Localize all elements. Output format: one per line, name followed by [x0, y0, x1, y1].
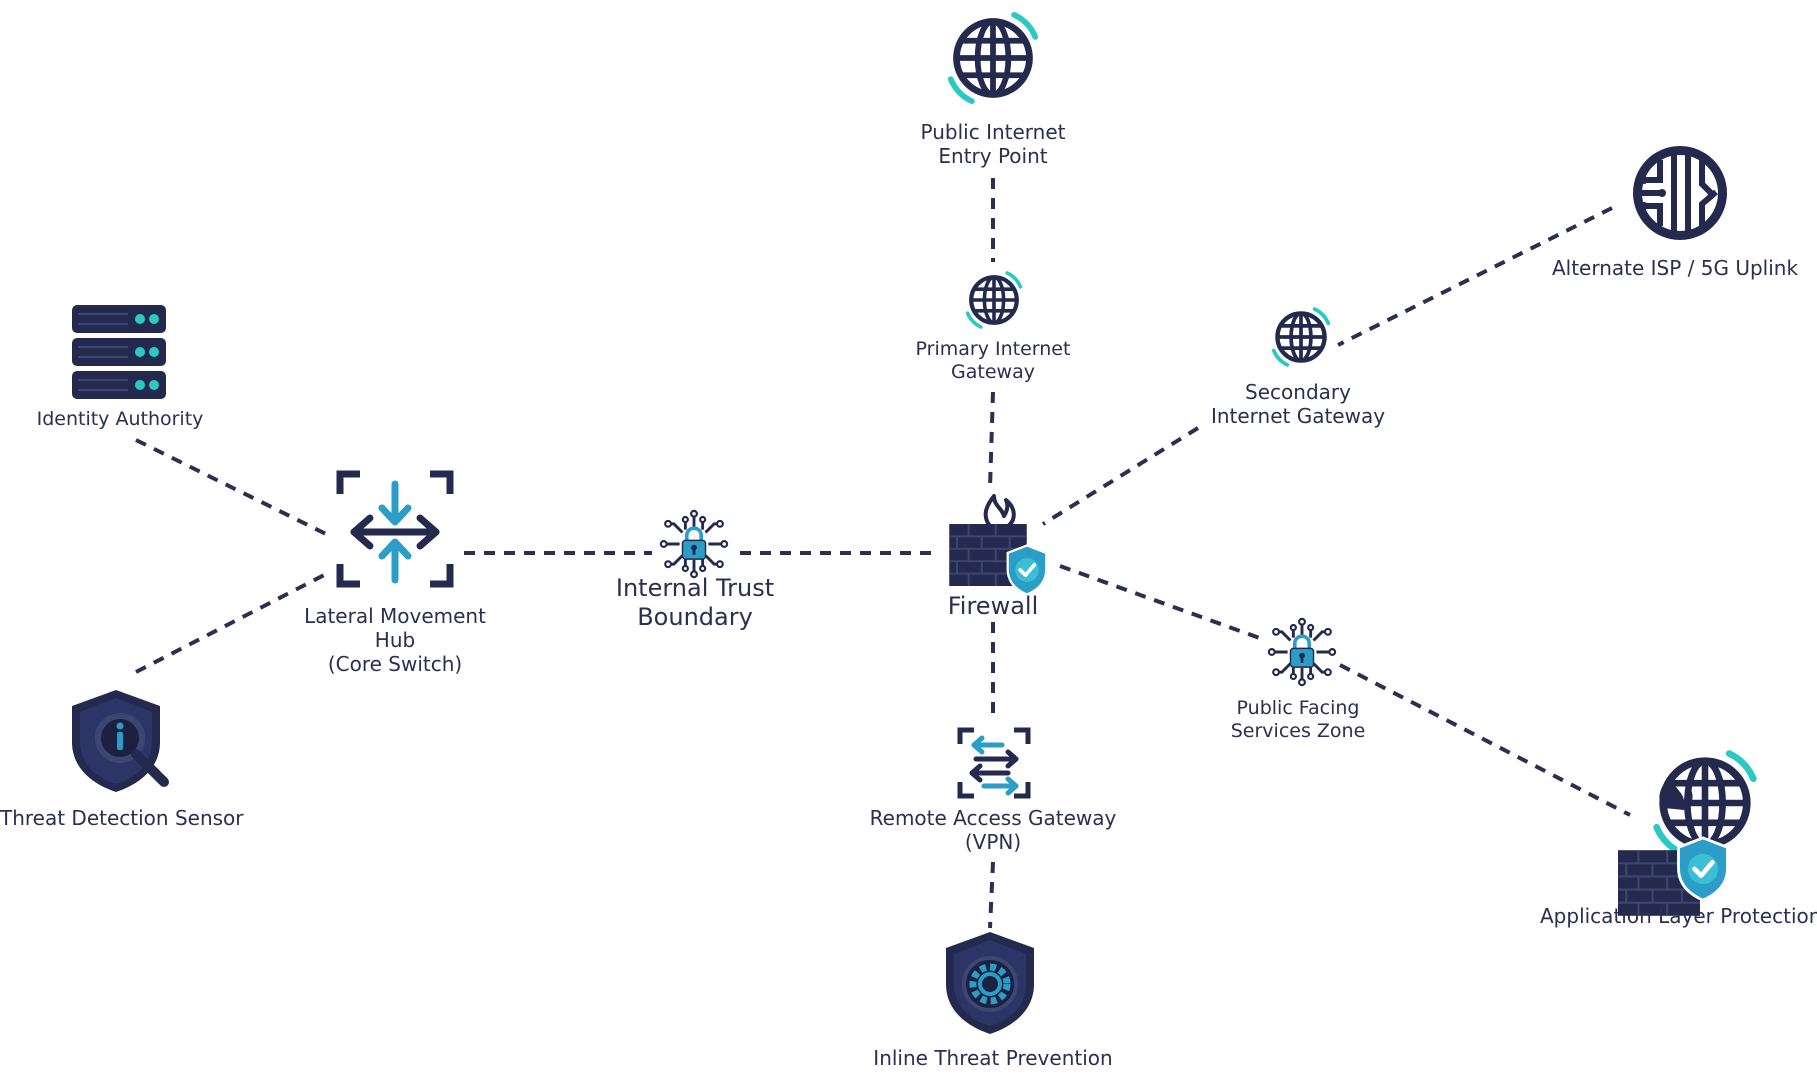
edge-firewall-to-zone: [1059, 564, 1266, 642]
edge-sensor-to-hub: [135, 570, 331, 674]
globe-icon: [968, 273, 1021, 327]
core-switch-icon: [336, 470, 454, 588]
shield-search-icon: [72, 690, 169, 792]
node-label-secondary-gateway: Secondary Internet Gateway: [1210, 380, 1386, 428]
node-label-firewall: Firewall: [947, 592, 1039, 620]
vpn-arrows-icon: [957, 727, 1031, 799]
node-label-lateral-hub: Lateral Movement Hub (Core Switch): [304, 604, 486, 676]
waf-icon: [1618, 754, 1753, 918]
network-lock-icon: [659, 509, 729, 579]
circuit-globe-icon: [1633, 146, 1727, 240]
node-label-vpn: Remote Access Gateway (VPN): [869, 806, 1117, 854]
globe-icon: [951, 15, 1035, 101]
node-label-inline-prevention: Inline Threat Prevention: [873, 1046, 1113, 1070]
edge-identity-to-hub: [135, 438, 331, 538]
edge-vpn-to-inline: [988, 861, 995, 929]
node-label-threat-sensor: Threat Detection Sensor: [0, 806, 244, 830]
node-label-primary-gateway: Primary Internet Gateway: [915, 338, 1071, 383]
node-label-public-internet: Public Internet Entry Point: [920, 120, 1066, 168]
node-label-public-zone: Public Facing Services Zone: [1230, 697, 1366, 742]
firewall-icon: [948, 494, 1049, 596]
node-label-internal-boundary: Internal Trust Boundary: [615, 574, 775, 631]
globe-icon: [1274, 309, 1329, 365]
edge-primary-to-firewall: [988, 391, 995, 489]
node-label-identity-authority: Identity Authority: [36, 408, 204, 430]
edge-zone-to-app: [1339, 663, 1631, 817]
node-label-alternate-isp: Alternate ISP / 5G Uplink: [1551, 256, 1799, 280]
edge-secondary-to-firewall: [1041, 426, 1200, 526]
node-label-app-protection: Application Layer Protection: [1540, 904, 1817, 928]
shield-gear-icon: [946, 932, 1034, 1034]
server-icon: [72, 305, 166, 399]
network-lock-icon: [1267, 617, 1337, 687]
